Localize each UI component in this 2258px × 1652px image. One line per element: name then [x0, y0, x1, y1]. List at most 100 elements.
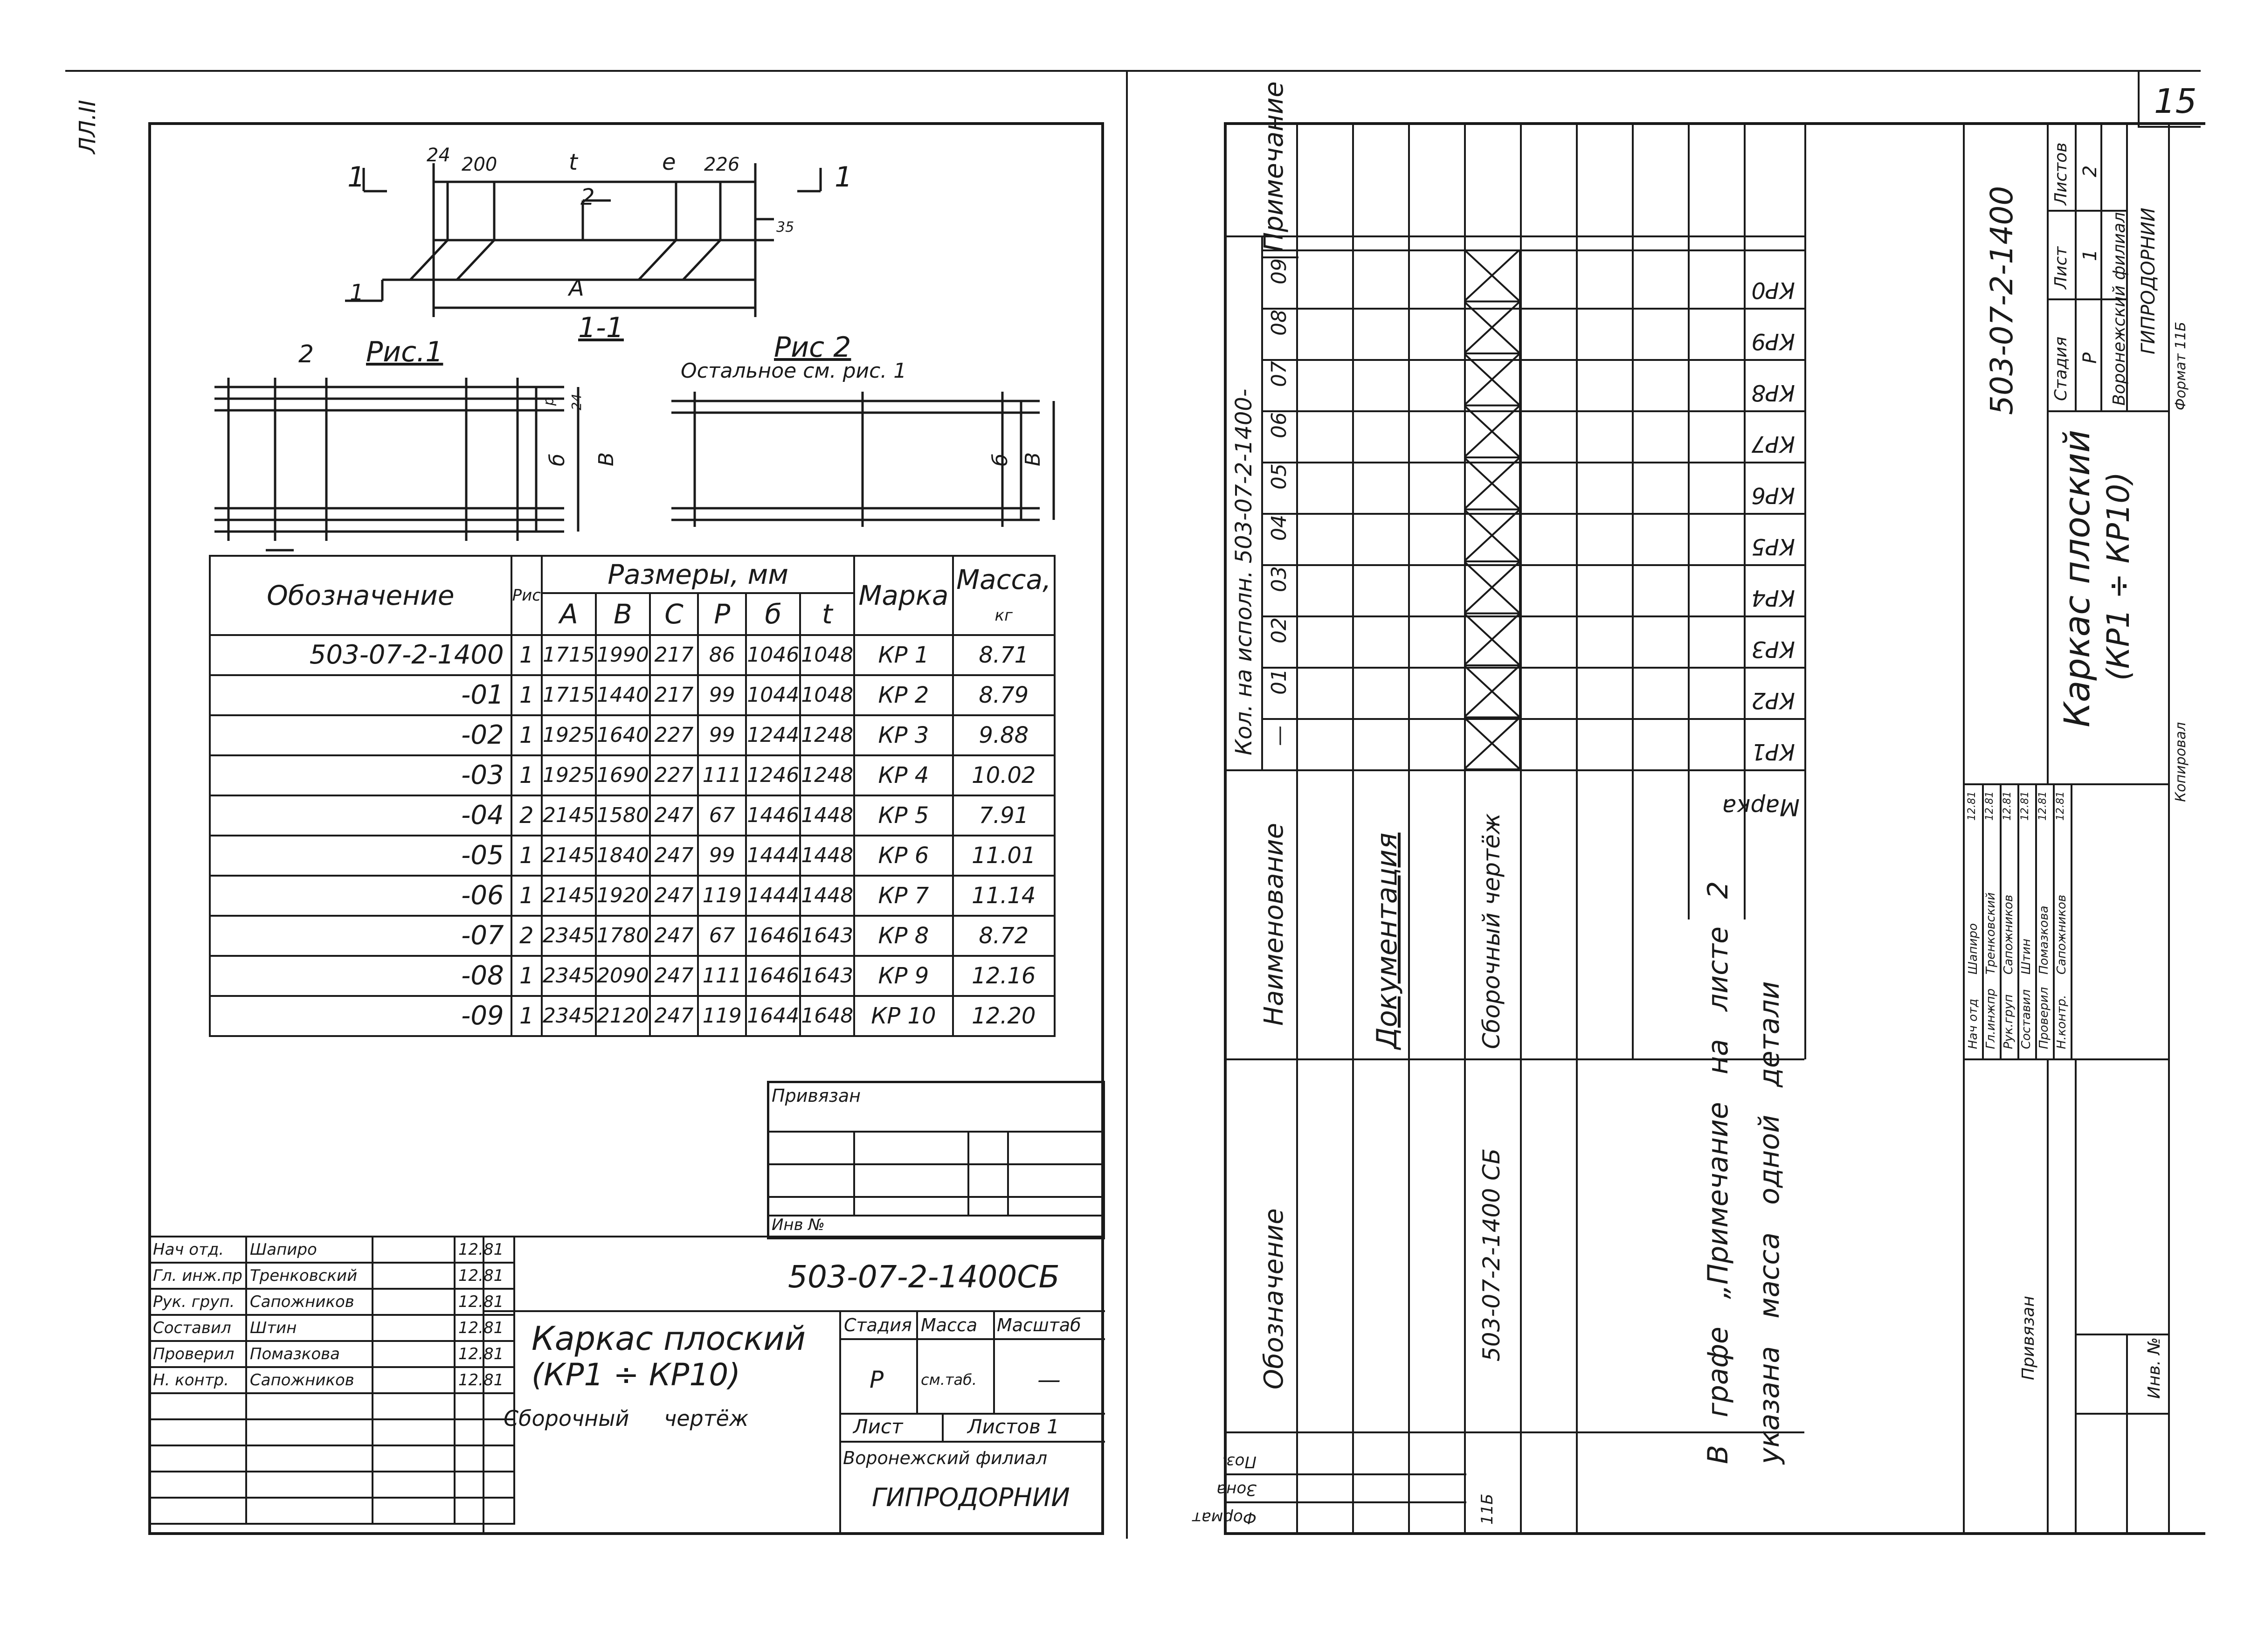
fig1-dim-p: p [541, 396, 557, 406]
right-stamp-date: 12.81 [2037, 791, 2049, 821]
qty-col-label: 04 [1267, 515, 1291, 541]
col-mark-header: Марка [853, 555, 954, 636]
right-stamp-name: Шапиро [1966, 923, 1980, 975]
left-stamp-subtitle: Сборочный чертёж [504, 1406, 749, 1431]
stamp-row [148, 1497, 515, 1525]
cell-fig: 1 [510, 875, 543, 917]
cell-P: 86 [697, 634, 747, 676]
mark-label: КР0 [1751, 277, 1795, 303]
stamp-cell [245, 1445, 373, 1472]
qty-col-label: 09 [1267, 258, 1291, 284]
cell-B: 1690 [594, 754, 651, 796]
cell-B: 1440 [594, 674, 651, 716]
header-name: Наименование [1259, 823, 1289, 1026]
cell-C: 247 [649, 995, 699, 1037]
section-mark-right: 1 [835, 161, 853, 194]
right-stamp-date: 12.81 [2019, 791, 2031, 821]
fig2-note: Остальное см. рис. 1 [681, 359, 907, 383]
cell-C: 217 [649, 674, 699, 716]
inv-no-label: Инв № [772, 1216, 825, 1234]
cell-mark: КР 9 [853, 955, 954, 997]
stamp-name: Тренковский [245, 1262, 373, 1290]
right-stamp-privyazan: Привязан [2019, 1296, 2038, 1380]
stamp-cell [245, 1471, 373, 1499]
stamp-cell [371, 1340, 456, 1368]
fig1-dim-24: 24 [569, 394, 584, 410]
cell-b: 1044 [745, 674, 801, 716]
dim-t: t [569, 149, 578, 175]
right-stamp-copied: Копировал [2173, 722, 2189, 802]
cell-C: 227 [649, 714, 699, 756]
right-stamp-date: 12.81 [2055, 791, 2066, 821]
stamp-cell [245, 1418, 373, 1446]
cell-mark: КР 8 [853, 915, 954, 957]
cell-b: 1244 [745, 714, 801, 756]
stamp-name: Штин [245, 1314, 373, 1342]
right-stamp-org1: Воронежский филиал [2110, 212, 2129, 406]
cell-des: -04 [209, 795, 512, 836]
cell-mass: 8.79 [952, 674, 1056, 716]
right-stamp-org2: ГИПРОДОРНИИ [2138, 207, 2159, 354]
mark-label: КР3 [1751, 636, 1795, 662]
left-stamp-code: 503-07-2-1400СБ [788, 1259, 1060, 1295]
dim-e: e [662, 149, 676, 175]
row-name: Сборочный чертёж [1478, 813, 1505, 1049]
right-stamp-title1: Каркас плоский [2056, 429, 2098, 727]
cell-t: 1448 [799, 835, 856, 877]
header-format: Формат [1192, 1508, 1257, 1527]
cell-des: -02 [209, 714, 512, 756]
cell-A: 2145 [540, 795, 597, 836]
cell-des: -07 [209, 915, 512, 957]
stamp-cell [371, 1418, 456, 1446]
right-stamp-inv: Инв. № [2145, 1337, 2164, 1399]
cell-fig: 1 [510, 674, 543, 716]
stamp-cell [245, 1497, 373, 1525]
qty-col-label: 08 [1267, 310, 1291, 336]
right-stamp-name: Сапожников [2055, 894, 2069, 975]
section-title: 1-1 [578, 311, 624, 344]
left-stamp-v-stage: Р [870, 1366, 884, 1393]
cell-C: 247 [649, 875, 699, 917]
stamp-cell [148, 1497, 247, 1525]
stamp-role: Гл. инж.пр [148, 1262, 247, 1290]
row-format: 11Б [1478, 1493, 1497, 1525]
right-stamp-h-stage: Стадия [2051, 336, 2071, 401]
stamp-cell [148, 1392, 247, 1420]
left-stamp-sheet: Лист [853, 1415, 903, 1438]
stamp-cell [371, 1445, 456, 1472]
qty-col-label: 01 [1267, 669, 1291, 695]
left-stamp-org2: ГИПРОДОРНИИ [872, 1483, 1070, 1512]
cell-A: 1925 [540, 714, 597, 756]
dim-200: 200 [462, 154, 497, 175]
right-stamp-date: 12.81 [1984, 791, 1996, 821]
dim-226: 226 [704, 154, 740, 175]
left-stamp-v-scale: — [1037, 1366, 1061, 1393]
qty-col-label: 03 [1267, 566, 1291, 592]
col-sizes-header: Размеры, мм [540, 555, 856, 594]
header-pos: Поз. [1221, 1452, 1257, 1471]
cell-fig: 1 [510, 955, 543, 997]
cell-b: 1444 [745, 835, 801, 877]
cell-C: 247 [649, 955, 699, 997]
right-stamp-v-stage: Р [2079, 352, 2101, 364]
cell-mass: 7.91 [952, 795, 1056, 836]
cell-P: 67 [697, 915, 747, 957]
mark-label: КР2 [1751, 687, 1795, 713]
right-stamp-code: 503-07-2-1400 [1984, 186, 2020, 415]
right-stamp-name: Штин [2019, 939, 2033, 975]
left-stamp-title2: (КР1 ÷ КР10) [532, 1357, 741, 1393]
cell-C: 217 [649, 634, 699, 676]
stamp-cell [245, 1392, 373, 1420]
stamp-role: Рук. груп. [148, 1288, 247, 1316]
stamp-name: Шапиро [245, 1236, 373, 1264]
cell-P: 99 [697, 674, 747, 716]
stamp-cell [148, 1471, 247, 1499]
